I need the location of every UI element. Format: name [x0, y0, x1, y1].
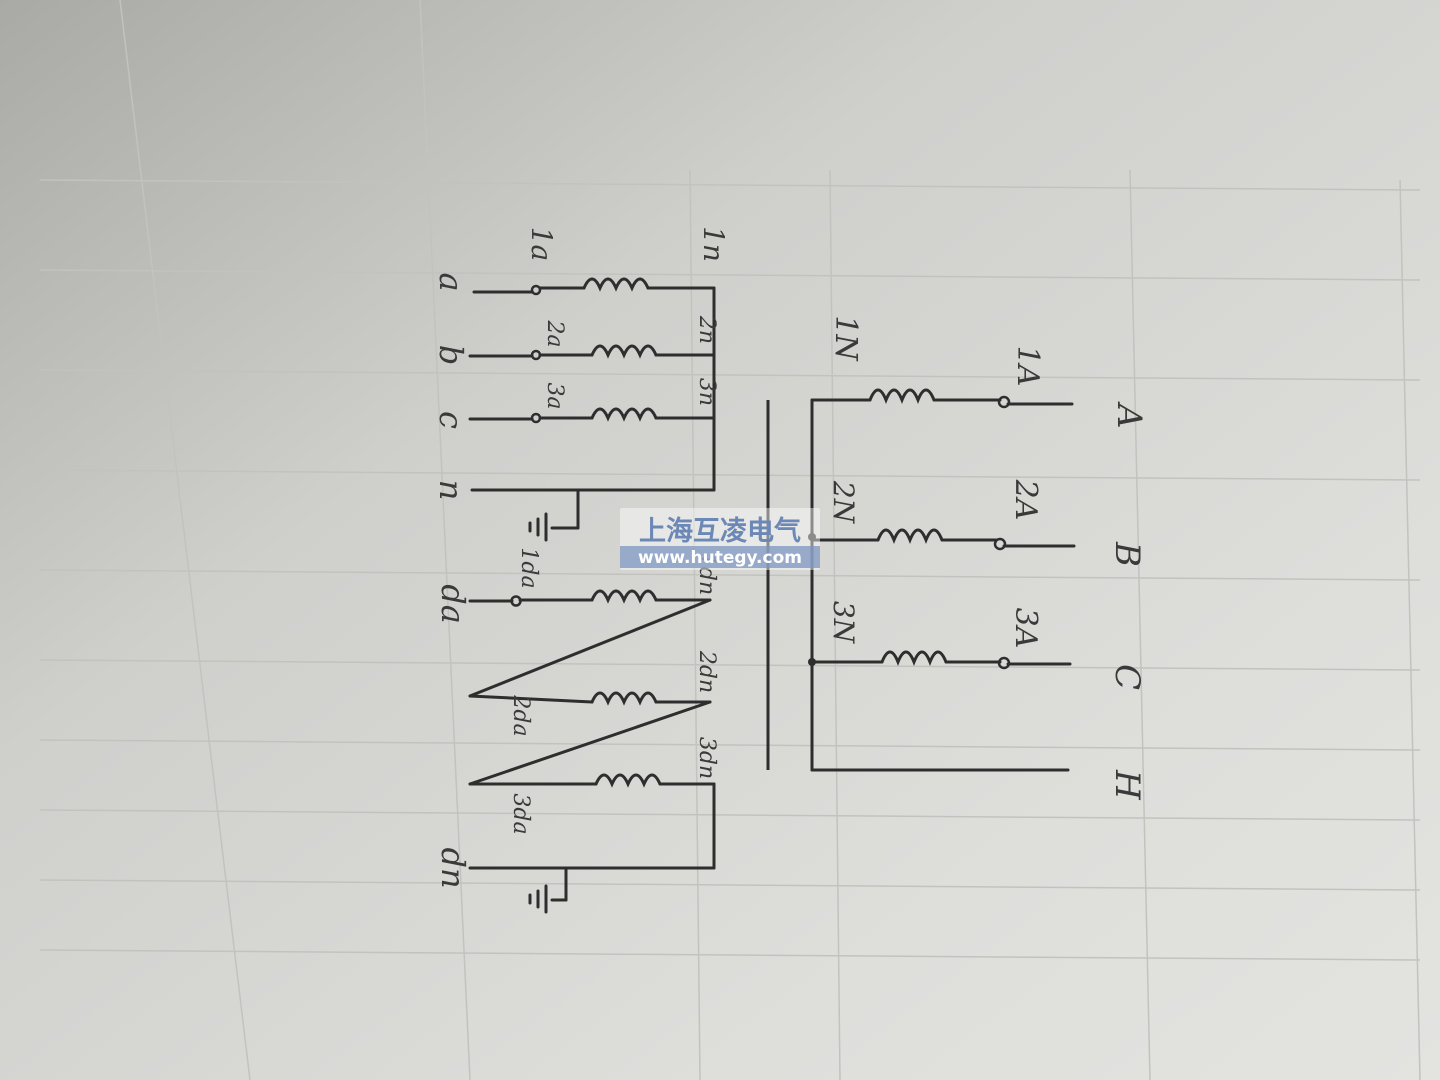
label-neutral-2n-lower: 2n — [694, 315, 719, 344]
label-line-c: C — [1107, 664, 1147, 690]
star-coil-a — [582, 277, 650, 292]
secondary-delta-labels: da dn 1da 2da 3da 1dn 2dn 3dn — [434, 547, 719, 888]
label-delta-da: da — [434, 584, 472, 624]
delta-terminal-dot — [510, 595, 522, 607]
star-coil-c — [590, 407, 658, 422]
label-delta-2da: 2da — [508, 694, 533, 736]
label-neutral-2n-upper: 2N — [827, 480, 860, 525]
label-terminal-2a-lower: 2a — [542, 319, 567, 347]
label-delta-dn: dn — [434, 847, 472, 888]
label-line-n-lower: n — [432, 480, 470, 501]
label-line-h: H — [1107, 769, 1147, 801]
label-delta-3da: 3da — [508, 793, 533, 834]
watermark-url: www.hutegy.com — [638, 548, 802, 568]
label-line-b: B — [1107, 541, 1147, 567]
star-coil-b — [590, 344, 658, 359]
label-terminal-1a-lower: 1a — [525, 227, 558, 262]
label-terminal-1a-upper: 1A — [1010, 346, 1045, 387]
primary-neutral-dots — [808, 533, 816, 666]
label-neutral-1n-lower: 1n — [697, 226, 730, 262]
label-delta-2dn: 2dn — [694, 650, 719, 693]
primary-coil-b — [876, 528, 944, 545]
label-line-a: A — [1109, 401, 1149, 429]
label-neutral-3n-upper: 3N — [827, 601, 860, 645]
faint-table-grid — [39, 0, 1421, 1080]
delta-link-2 — [468, 700, 712, 786]
primary-labels: A B C H 1A 2A 3A 1N 2N 3N — [827, 315, 1149, 801]
delta-coil-3 — [594, 773, 662, 788]
primary-terminal-dots — [993, 395, 1011, 670]
label-terminal-3a-lower: 3a — [542, 382, 567, 409]
label-line-c-lower: c — [432, 411, 470, 429]
label-line-b-lower: b — [432, 345, 470, 365]
label-delta-1da: 1da — [516, 547, 541, 588]
star-terminal-dots — [530, 284, 542, 424]
delta-coil-2 — [590, 691, 658, 706]
label-delta-3dn: 3dn — [694, 737, 719, 779]
delta-link-1 — [468, 598, 712, 698]
label-line-a-lower: a — [432, 272, 470, 291]
primary-coil-a — [868, 388, 936, 405]
secondary-star-group — [468, 277, 716, 542]
primary-coil-c — [880, 650, 948, 667]
watermark: 上海互凌电气 www.hutegy.com — [620, 508, 820, 570]
secondary-delta-group — [468, 589, 716, 914]
label-neutral-1n-upper: 1N — [828, 315, 863, 362]
delta-coil-1 — [590, 589, 658, 604]
watermark-url-band — [620, 546, 820, 568]
label-neutral-3n-lower: 3n — [694, 378, 719, 406]
watermark-company-name: 上海互凌电气 — [639, 516, 801, 547]
label-terminal-2a-upper: 2A — [1008, 479, 1043, 521]
secondary-star-labels: a b c n 1a 2a 3a 1n 2n 3n — [432, 226, 730, 500]
primary-winding-group — [810, 388, 1076, 772]
label-terminal-3a-upper: 3A — [1008, 608, 1043, 649]
